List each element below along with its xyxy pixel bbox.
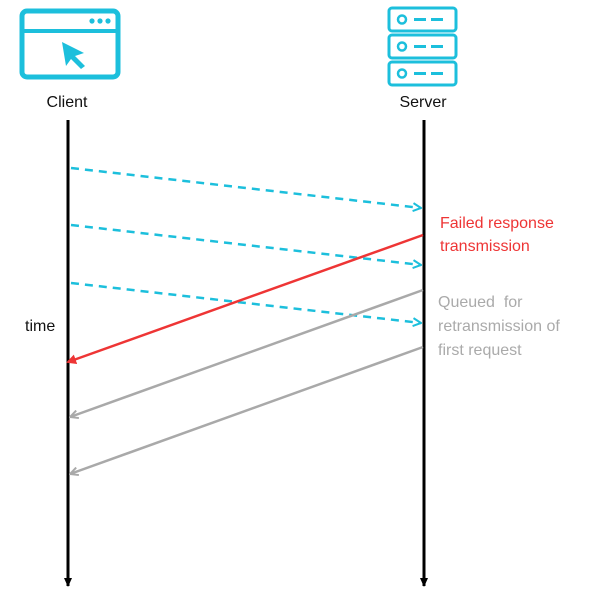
failed-annotation: Failed response transmission: [440, 215, 558, 255]
response-arrow-2: [70, 345, 424, 474]
request-arrow-2: [70, 223, 421, 265]
failed-annotation-line-1: Failed response: [440, 215, 554, 232]
queued-annotation-line-2: retransmission of: [438, 318, 560, 335]
server-rack-icon: [387, 6, 458, 87]
server-label: Server: [399, 94, 447, 111]
queued-annotation-line-1: Queued for: [438, 294, 523, 311]
response-arrow-1: [70, 288, 424, 417]
browser-window-icon: [19, 8, 121, 80]
queued-annotation-line-3: first request: [438, 342, 522, 359]
failed-annotation-line-2: transmission: [440, 238, 530, 255]
time-label: time: [25, 318, 55, 335]
failed-response-arrow: [66, 233, 424, 365]
request-arrow-1: [70, 166, 421, 208]
request-arrow-3: [70, 281, 421, 323]
queued-annotation: Queued for retransmission of first reque…: [438, 294, 564, 359]
client-label: Client: [47, 94, 88, 111]
